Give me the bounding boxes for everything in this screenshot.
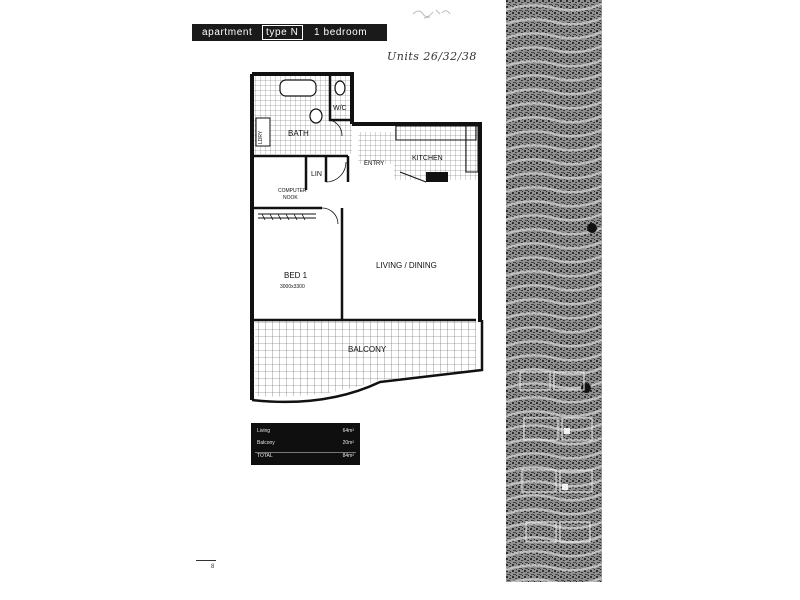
marker-dot: [581, 383, 591, 393]
outer-walls: [250, 72, 482, 400]
entry-label: ENTRY: [364, 161, 384, 167]
unit-highlight: [562, 484, 568, 490]
wardrobe-hangers: [261, 213, 306, 221]
laundry-label: LDRY: [258, 130, 264, 144]
area-row-balcony: Balcony 20m²: [255, 440, 356, 449]
wc-label: W/C: [333, 105, 347, 112]
area-value: 20m²: [342, 440, 354, 446]
area-summary-table: Living 64m² Balcony 20m² TOTAL 84m²: [251, 423, 360, 465]
kitchen-tiles: [394, 122, 478, 180]
balcony-tiles: [255, 320, 476, 397]
header-bedrooms: 1 bedroom: [314, 27, 368, 38]
area-label: Balcony: [257, 440, 275, 446]
page-footer-line: [196, 560, 216, 561]
kitchen-door-swing: [399, 171, 427, 183]
area-label: Living: [257, 428, 271, 434]
bathtub: [279, 79, 317, 97]
bath-label: BATH: [288, 129, 309, 138]
area-value: 84m²: [342, 453, 354, 459]
bath-basin: [309, 108, 323, 124]
computer-nook-label-1: COMPUTER: [278, 188, 307, 194]
entry-tiles: [358, 132, 394, 164]
laundry-tub: [255, 117, 271, 147]
kitchen-bench: [395, 125, 477, 141]
toilet: [334, 80, 346, 96]
area-label: TOTAL: [257, 453, 273, 459]
header-prefix: apartment: [202, 27, 253, 38]
apartment-type-header: apartment type N 1 bedroom: [192, 24, 387, 41]
area-row-total: TOTAL 84m²: [255, 452, 356, 462]
bed-size-label: 3000x3300: [280, 284, 305, 290]
header-type-label: type N: [262, 25, 303, 40]
bed-door: [321, 207, 339, 225]
kitchen-side-bench: [465, 125, 479, 173]
bed-label: BED 1: [284, 271, 308, 280]
handwritten-units-note: Units 26/32/38: [387, 50, 477, 63]
lin-door: [325, 161, 347, 183]
kitchen-sink: [426, 172, 448, 182]
balcony-label: BALCONY: [348, 345, 387, 354]
site-plan-strip: [506, 0, 602, 582]
kitchen-label: KITCHEN: [412, 155, 443, 162]
area-value: 64m²: [342, 428, 354, 434]
wardrobe: [258, 213, 316, 219]
page-number: 8: [211, 564, 215, 570]
lin-label: LIN: [311, 171, 322, 178]
scribble-mark: [412, 9, 451, 19]
unit-highlight: [564, 428, 570, 434]
building-outlines: [519, 371, 593, 543]
marker-dot: [587, 223, 597, 233]
area-row-living: Living 64m²: [255, 428, 356, 437]
balcony-edge: [251, 320, 484, 404]
wc-door: [329, 119, 343, 137]
floor-plan: BATH W/C ENTRY KITCHEN LIN LDRY COMPUTER…: [250, 72, 484, 404]
living-dining-label: LIVING / DINING: [376, 261, 437, 270]
computer-nook-label-2: NOOK: [283, 195, 298, 201]
